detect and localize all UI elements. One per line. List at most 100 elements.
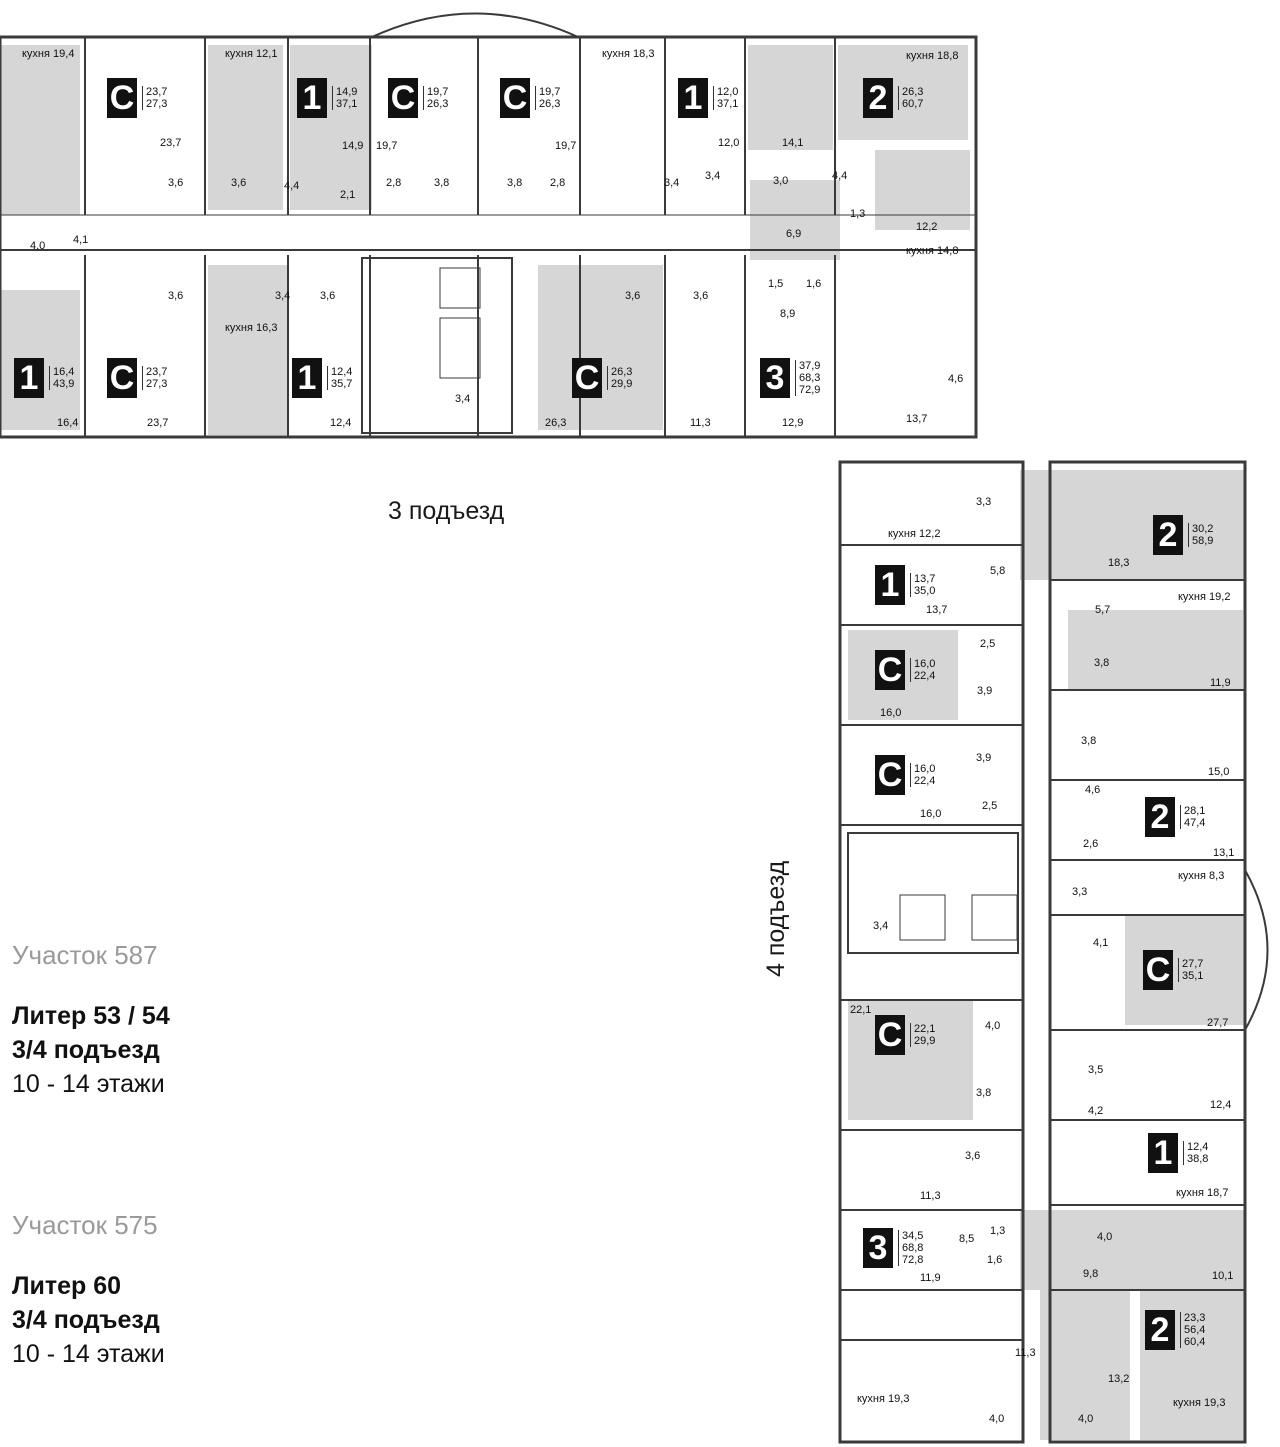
upper-wing-outline	[0, 35, 978, 439]
area-value: 72,8	[902, 1254, 924, 1266]
room-area-label: 3,8	[976, 1087, 992, 1099]
area-value: 26,3	[427, 98, 449, 110]
room-area-label: 3,6	[965, 1150, 981, 1162]
room-area-label: 2,1	[340, 189, 356, 201]
room-area-label: 23,7	[160, 137, 182, 149]
liter-label: Литер 60	[12, 1272, 122, 1300]
room-area-label: кухня 18,7	[1176, 1187, 1229, 1199]
room-area-label: кухня 19,3	[857, 1393, 910, 1405]
room-fill	[838, 45, 968, 140]
room-area-label: 4,0	[985, 1020, 1001, 1032]
area-value: 34,5	[902, 1230, 924, 1242]
room-area-label: 11,3	[1015, 1347, 1036, 1359]
area-value: 26,3	[539, 98, 561, 110]
area-value: 23,7	[146, 366, 168, 378]
apartment-type-badge: 3	[760, 358, 790, 398]
area-value: 56,4	[1184, 1324, 1206, 1336]
room-area-label: 22,1	[850, 1004, 872, 1016]
room-area-label: 2,6	[1083, 838, 1099, 850]
apartment-type-badge: C	[500, 78, 530, 118]
room-area-label: 4,0	[989, 1413, 1005, 1425]
room-area-label: 3,6	[693, 290, 709, 302]
plot-label: Участок 587	[12, 940, 158, 970]
room-area-label: 11,3	[920, 1190, 941, 1202]
lower-right-outline	[1048, 460, 1247, 1444]
area-value: 26,3	[902, 86, 924, 98]
room-area-label: 3,0	[773, 175, 789, 187]
room-area-label: кухня 19,3	[1173, 1397, 1226, 1409]
stair-core-4	[847, 832, 1019, 954]
room-area-label: 5,8	[990, 565, 1006, 577]
area-value: 35,0	[914, 585, 936, 597]
area-value: 14,9	[336, 86, 358, 98]
room-area-label: 2,8	[550, 177, 566, 189]
room-area-label: 3,4	[664, 177, 680, 189]
room-area-label: 3,4	[873, 920, 889, 932]
room-area-label: 3,6	[320, 290, 336, 302]
area-value: 13,7	[914, 573, 936, 585]
entrance-label: 3/4 подъезд	[12, 1306, 160, 1334]
room-area-label: 8,5	[959, 1233, 975, 1245]
room-area-label: 23,7	[147, 417, 169, 429]
area-value: 27,3	[146, 378, 168, 390]
room-area-label: 3,6	[168, 177, 184, 189]
room-area-label: 3,8	[1081, 735, 1097, 747]
area-value: 58,9	[1192, 535, 1214, 547]
area-value: 43,9	[53, 378, 75, 390]
apartment-type-badge: C	[107, 358, 137, 398]
room-area-label: 5,7	[1095, 604, 1111, 616]
room-area-label: 12,4	[330, 417, 352, 429]
room-area-label: 3,3	[1072, 886, 1088, 898]
room-area-label: 3,8	[1094, 657, 1110, 669]
room-fill	[848, 1000, 973, 1120]
plot-label: Участок 575	[12, 1210, 158, 1240]
area-value: 26,3	[611, 366, 633, 378]
area-value: 60,7	[902, 98, 924, 110]
room-area-label: 12,9	[782, 417, 804, 429]
room-area-label: 1,5	[768, 278, 784, 290]
area-value: 22,1	[914, 1023, 936, 1035]
apartment-type-badge: C	[875, 1015, 905, 1055]
walls	[0, 12, 1269, 1444]
room-area-label: 4,6	[1085, 784, 1101, 796]
area-value: 72,9	[799, 384, 821, 396]
room-area-label: 1,6	[987, 1254, 1003, 1266]
apartment-type-badge: C	[388, 78, 418, 118]
room-area-label: 4,0	[30, 240, 46, 252]
room-area-label: 3,6	[168, 290, 184, 302]
room-area-label: 3,6	[625, 290, 641, 302]
room-area-label: 4,1	[73, 234, 89, 246]
area-value: 60,4	[1184, 1336, 1206, 1348]
room-area-label: 12,4	[1210, 1099, 1232, 1111]
room-fill	[875, 150, 970, 230]
room-area-label: 3,4	[705, 170, 721, 182]
apartment-type-badge: 2	[1145, 797, 1175, 837]
area-value: 30,2	[1192, 523, 1214, 535]
apartment-type-badge: 1	[875, 565, 905, 605]
area-value: 12,4	[331, 366, 353, 378]
area-value: 47,4	[1184, 817, 1206, 829]
area-value: 19,7	[427, 86, 449, 98]
room-area-label: кухня 12,1	[225, 48, 278, 60]
entrance-3-title: 3 подъезд	[388, 497, 505, 525]
room-area-label: 3,9	[977, 685, 993, 697]
apartment-type-badge: 1	[297, 78, 327, 118]
room-area-label: 1,6	[806, 278, 822, 290]
